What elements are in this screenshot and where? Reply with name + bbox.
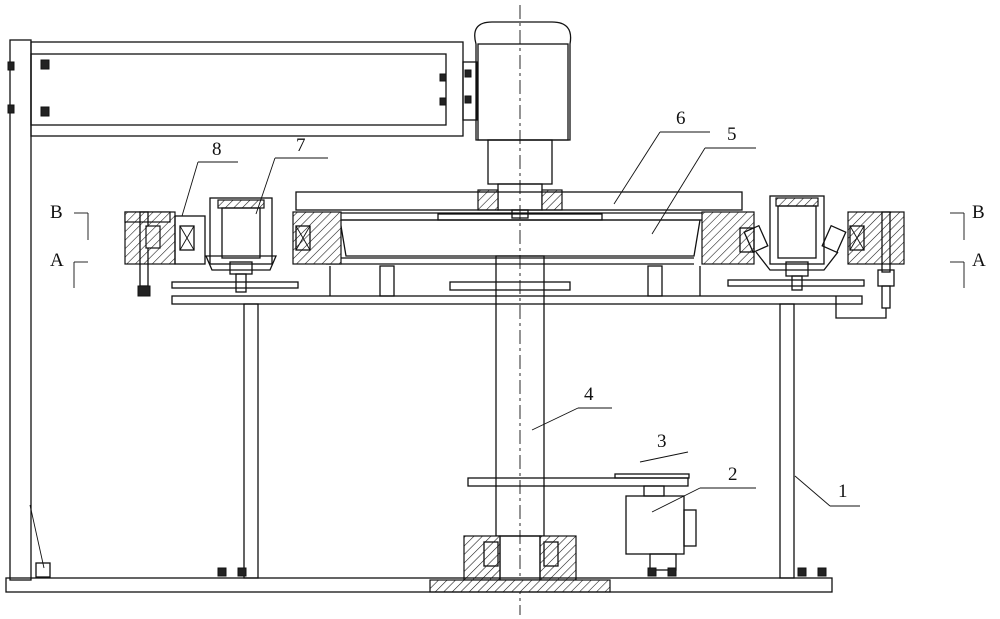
- part-label-3: 3: [657, 431, 667, 452]
- turntable: [300, 212, 740, 265]
- section-marks-right: B A: [950, 202, 986, 288]
- left-column: [9, 39, 51, 581]
- lower-motor: [625, 485, 697, 571]
- cantilever-arm: [7, 41, 478, 137]
- main-table: [171, 265, 863, 305]
- part-label-5: 5: [727, 124, 737, 145]
- section-mark-b-right: B: [972, 202, 985, 223]
- right-cup-assembly: [743, 195, 847, 291]
- left-ring: [124, 211, 342, 297]
- left-lower-strip: [171, 281, 299, 289]
- part-label-2: 2: [728, 464, 738, 485]
- section-marks-left: B A: [50, 202, 89, 288]
- top-motor: [474, 21, 572, 219]
- upper-plate: [295, 191, 743, 211]
- section-mark-b-left: B: [50, 202, 63, 223]
- leader-lines: [181, 131, 860, 513]
- part-label-8: 8: [212, 139, 222, 160]
- section-mark-a-right: A: [972, 250, 986, 271]
- section-mark-a-left: A: [50, 250, 64, 271]
- part-label-4: 4: [584, 384, 594, 405]
- right-pipe: [835, 296, 887, 319]
- bottom-bearing-seat: [429, 535, 611, 593]
- table-legs: [243, 303, 795, 579]
- pulley-belt: [467, 473, 690, 487]
- part-label-7: 7: [296, 135, 306, 156]
- right-lower-strip: [727, 279, 865, 287]
- right-ring: [701, 211, 905, 309]
- part-label-1: 1: [838, 481, 848, 502]
- left-cup-assembly: [205, 197, 277, 293]
- part-label-6: 6: [676, 108, 686, 129]
- base-plate: [5, 567, 833, 593]
